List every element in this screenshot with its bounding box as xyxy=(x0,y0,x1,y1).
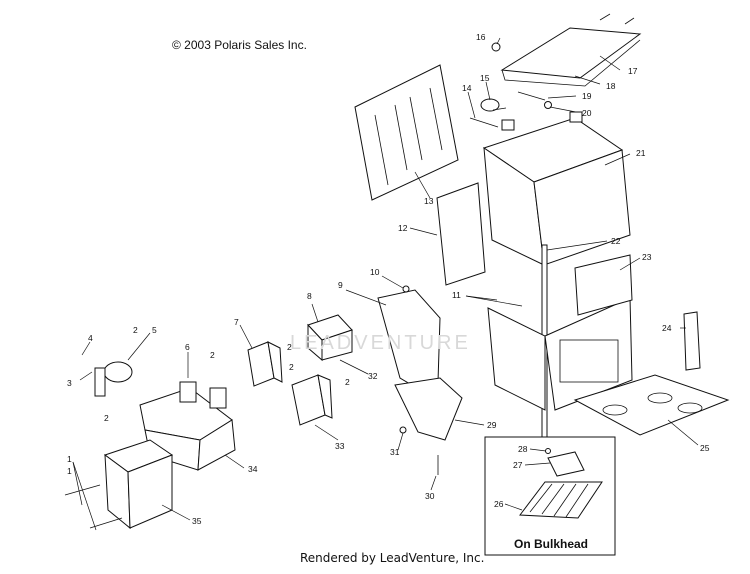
callout-35: 35 xyxy=(192,516,202,526)
callout-18: 18 xyxy=(606,81,616,91)
callout-4: 4 xyxy=(88,333,93,343)
callout-2: 2 xyxy=(345,377,350,387)
callout-25: 25 xyxy=(700,443,710,453)
callout-5: 5 xyxy=(152,325,157,335)
callout-14: 14 xyxy=(462,83,472,93)
callout-2: 2 xyxy=(210,350,215,360)
callout-7: 7 xyxy=(234,317,239,327)
callout-32: 32 xyxy=(368,371,378,381)
part-23-battery-box xyxy=(487,254,633,411)
inset-box xyxy=(484,436,616,556)
part-34-bracket xyxy=(139,387,236,471)
callout-15: 15 xyxy=(480,73,490,83)
part-33-module xyxy=(291,374,333,426)
callout-2: 2 xyxy=(104,413,109,423)
part-12-pad xyxy=(436,182,486,286)
callout-13: 13 xyxy=(424,196,434,206)
callout-31: 31 xyxy=(390,447,400,457)
part-13-cover xyxy=(354,64,459,201)
footer-text: Rendered by LeadVenture, Inc. xyxy=(300,551,485,565)
callout-1: 1 xyxy=(67,466,72,476)
part-18-bracket xyxy=(500,13,642,87)
part-8-fuse-block xyxy=(307,314,353,362)
part-21-battery xyxy=(482,111,631,266)
part-6-relay xyxy=(179,381,197,403)
part-9-plate xyxy=(377,285,463,441)
callout-6: 6 xyxy=(185,342,190,352)
callout-labels: 1 2 2 2 2 2 2 3 4 5 6 7 8 9 10 11 12 13 … xyxy=(67,32,710,526)
callout-11: 11 xyxy=(452,290,461,300)
callout-2: 2 xyxy=(287,342,292,352)
part-19-bolt xyxy=(517,91,546,101)
part-5-solenoid xyxy=(94,361,133,397)
copyright-text: © 2003 Polaris Sales Inc. xyxy=(172,38,307,52)
callout-22: 22 xyxy=(611,236,621,246)
leader-lines xyxy=(72,37,699,531)
callout-2: 2 xyxy=(133,325,138,335)
callout-20: 20 xyxy=(582,108,592,118)
callout-26: 26 xyxy=(494,499,504,509)
part-1-bolt xyxy=(89,517,123,529)
part-25-tray xyxy=(573,374,730,436)
callout-2: 2 xyxy=(289,362,294,372)
part-24-strip xyxy=(683,311,701,371)
inset-caption: On Bulkhead xyxy=(514,537,589,551)
callout-19: 19 xyxy=(582,91,592,101)
part-20-nut xyxy=(544,101,552,109)
callout-16: 16 xyxy=(476,32,486,42)
callout-28: 28 xyxy=(518,444,528,454)
part-7-relay xyxy=(247,341,283,387)
callout-29: 29 xyxy=(487,420,497,430)
part-6-relay xyxy=(209,387,227,409)
watermark: LEADVENTURE xyxy=(290,332,471,354)
callout-21: 21 xyxy=(636,148,646,158)
callout-12: 12 xyxy=(398,223,408,233)
callout-34: 34 xyxy=(248,464,258,474)
callout-33: 33 xyxy=(335,441,345,451)
callout-3: 3 xyxy=(67,378,72,388)
callout-23: 23 xyxy=(642,252,652,262)
callout-1: 1 xyxy=(67,454,72,464)
callout-27: 27 xyxy=(513,460,523,470)
callout-8: 8 xyxy=(307,291,312,301)
part-14-bolt xyxy=(469,117,499,128)
callout-30: 30 xyxy=(425,491,435,501)
part-16-nut xyxy=(491,42,501,52)
callout-10: 10 xyxy=(370,267,380,277)
part-35-box xyxy=(103,439,174,530)
part-31-clip xyxy=(399,426,407,434)
callout-24: 24 xyxy=(662,323,672,333)
callout-17: 17 xyxy=(628,66,638,76)
callout-9: 9 xyxy=(338,280,343,290)
